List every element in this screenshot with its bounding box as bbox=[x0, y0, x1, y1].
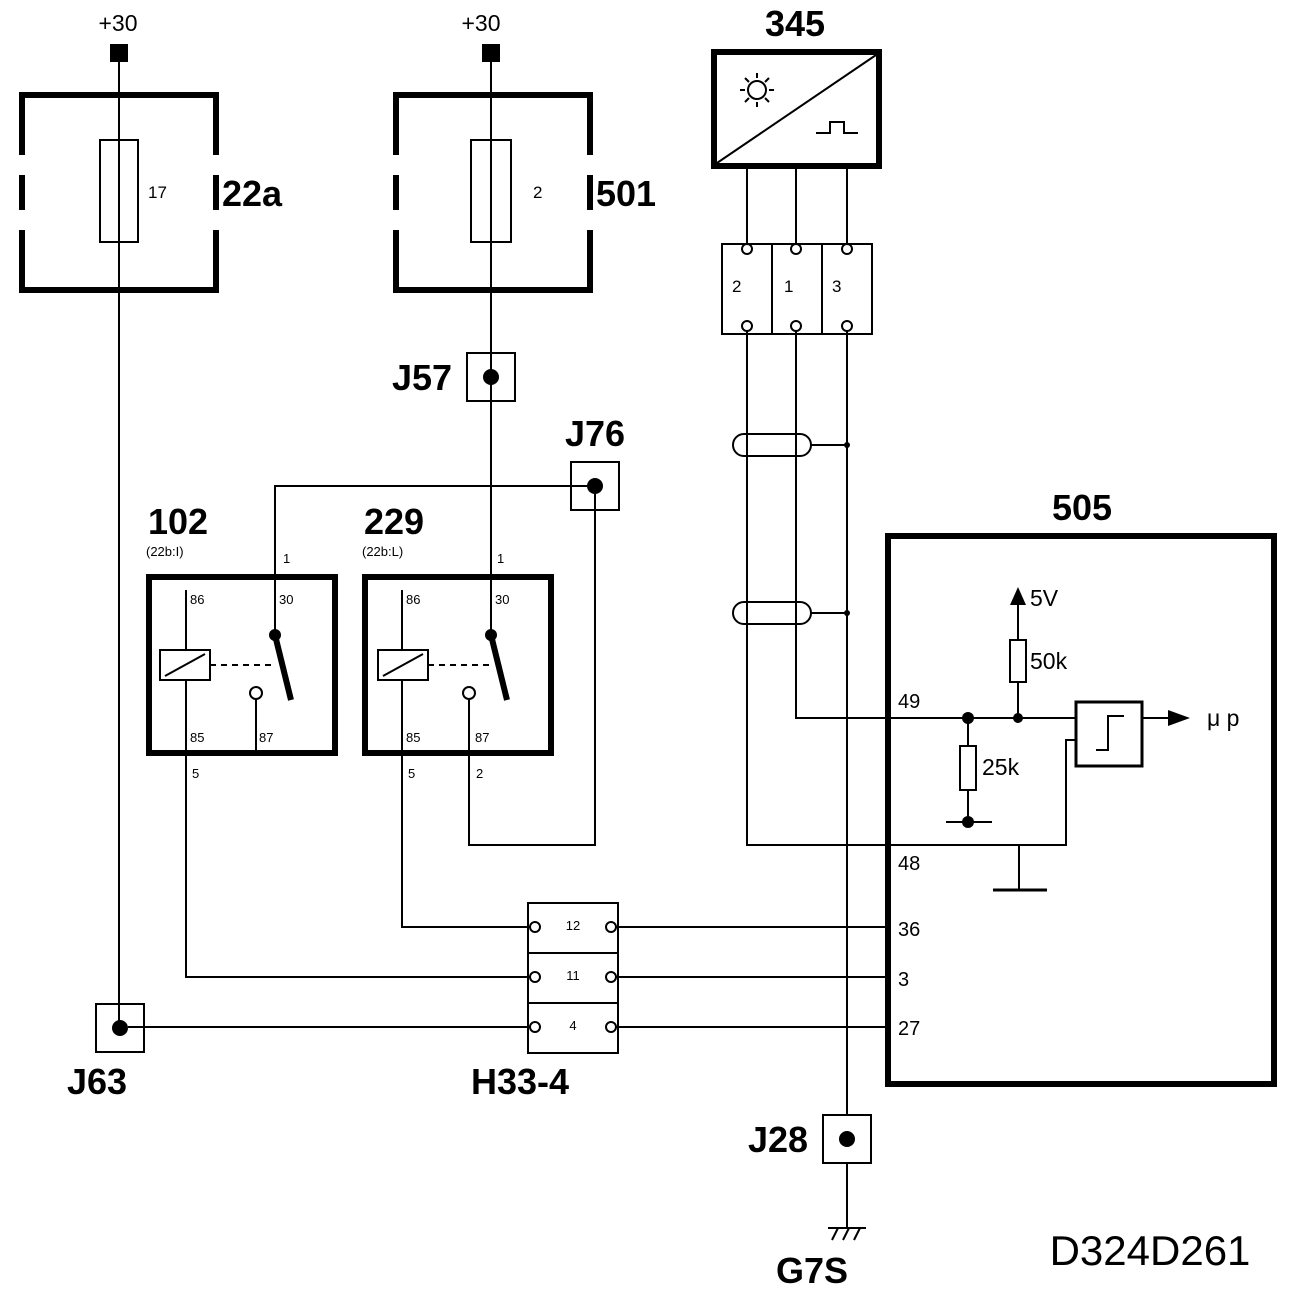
resistor-50k bbox=[1009, 639, 1027, 683]
connector-pin-4: 4 bbox=[569, 1018, 576, 1033]
junction-j63: J63 bbox=[67, 1003, 145, 1102]
relay-ref-229: (22b:L) bbox=[362, 544, 403, 559]
schmitt-trigger bbox=[1074, 700, 1144, 768]
connector-label-h33-4: H33-4 bbox=[471, 1061, 569, 1102]
fuse-box-label-501: 501 bbox=[596, 173, 656, 214]
fuse-box-501: 2 501 bbox=[393, 92, 656, 293]
ecu-505: 505 49 48 36 3 27 5V 50k 25k μ p bbox=[885, 487, 1277, 1087]
relay-229-pin-out2: 2 bbox=[476, 766, 483, 781]
ecu-pin-27: 27 bbox=[898, 1018, 920, 1040]
relay-102-term-30: 30 bbox=[279, 592, 293, 607]
supply-terminal-right bbox=[482, 44, 500, 62]
relay-229-term-87: 87 bbox=[475, 730, 489, 745]
resistor-50k-label: 50k bbox=[1030, 648, 1068, 674]
wire-j76-relay102 bbox=[274, 485, 587, 577]
connector-h33-4: 12 11 4 H33-4 bbox=[471, 902, 619, 1102]
relay-229: 229 (22b:L) 1 86 30 85 87 5 2 bbox=[362, 501, 554, 781]
ecu-pin-48: 48 bbox=[898, 853, 920, 875]
ecu-pin-3: 3 bbox=[898, 969, 909, 991]
ecu-output-label: μ p bbox=[1207, 705, 1239, 731]
junction-j76: J76 bbox=[565, 413, 625, 511]
supply-terminal-left bbox=[110, 44, 128, 62]
relay-102-term-86: 86 bbox=[190, 592, 204, 607]
connector-pin-11: 11 bbox=[566, 968, 580, 983]
sensor-pin-2: 2 bbox=[732, 277, 741, 296]
junction-label-j57: J57 bbox=[392, 357, 452, 398]
ecu-supply-label: 5V bbox=[1030, 585, 1059, 611]
trigger-symbol-icon bbox=[1096, 715, 1124, 751]
diagram-code: D324D261 bbox=[1050, 1227, 1251, 1274]
output-arrow-icon bbox=[1168, 710, 1190, 726]
sensor-345: 345 bbox=[711, 3, 882, 169]
relay-229-pin-out: 5 bbox=[408, 766, 415, 781]
relay-229-term-30: 30 bbox=[495, 592, 509, 607]
connector-pin-12: 12 bbox=[566, 918, 580, 933]
sun-icon bbox=[740, 73, 774, 107]
pulse-icon bbox=[816, 121, 858, 134]
supply-label-right: +30 bbox=[461, 10, 500, 36]
sensor-pin-3: 3 bbox=[832, 277, 841, 296]
sensor-pin-1: 1 bbox=[784, 277, 793, 296]
relay-102-term-85: 85 bbox=[190, 730, 204, 745]
relay-102-contact bbox=[272, 634, 294, 701]
ground-label-g7s: G7S bbox=[776, 1250, 848, 1291]
junction-j28: J28 bbox=[748, 1114, 872, 1164]
resistor-25k bbox=[959, 745, 977, 791]
junction-label-j76: J76 bbox=[565, 413, 625, 454]
relay-102: 102 (22b:I) 1 86 30 85 87 5 bbox=[146, 501, 338, 781]
relay-label-102: 102 bbox=[148, 501, 208, 542]
relay-102-pin-in: 1 bbox=[283, 551, 290, 566]
fuse-box-22a: 17 22a bbox=[19, 92, 283, 293]
wire-j76-relay229 bbox=[468, 494, 596, 846]
ecu-pin-49: 49 bbox=[898, 691, 920, 713]
resistor-25k-label: 25k bbox=[982, 754, 1020, 780]
relay-229-term-86: 86 bbox=[406, 592, 420, 607]
relay-229-pin-in: 1 bbox=[497, 551, 504, 566]
fuse-number-17: 17 bbox=[148, 183, 167, 202]
relay-label-229: 229 bbox=[364, 501, 424, 542]
junction-label-j28: J28 bbox=[748, 1119, 808, 1160]
supply-label-left: +30 bbox=[98, 10, 137, 36]
cable-shield-upper bbox=[732, 433, 850, 457]
sensor-label-345: 345 bbox=[765, 3, 825, 44]
fuse-number-2: 2 bbox=[533, 183, 542, 202]
cable-shield-lower bbox=[732, 601, 850, 625]
wire-sensor-pin2 bbox=[746, 331, 1076, 846]
relay-ref-102: (22b:I) bbox=[146, 544, 184, 559]
relay-229-contact bbox=[488, 634, 510, 701]
wire-relay229-h33 bbox=[401, 780, 531, 928]
supply-arrow-icon bbox=[1010, 587, 1026, 605]
relay-229-term-85: 85 bbox=[406, 730, 420, 745]
wire-relay102-h33 bbox=[185, 780, 531, 978]
ground-g7s: G7S bbox=[776, 1227, 866, 1291]
sensor-connector: 2 1 3 bbox=[721, 243, 873, 335]
fuse-box-label-22a: 22a bbox=[222, 173, 283, 214]
wire-sensor-pin1 bbox=[795, 331, 1076, 719]
relay-102-term-87: 87 bbox=[259, 730, 273, 745]
junction-label-j63: J63 bbox=[67, 1061, 127, 1102]
relay-102-pin-out: 5 bbox=[192, 766, 199, 781]
ecu-label-505: 505 bbox=[1052, 487, 1112, 528]
ecu-pin-36: 36 bbox=[898, 919, 920, 941]
junction-j57: J57 bbox=[392, 352, 516, 402]
